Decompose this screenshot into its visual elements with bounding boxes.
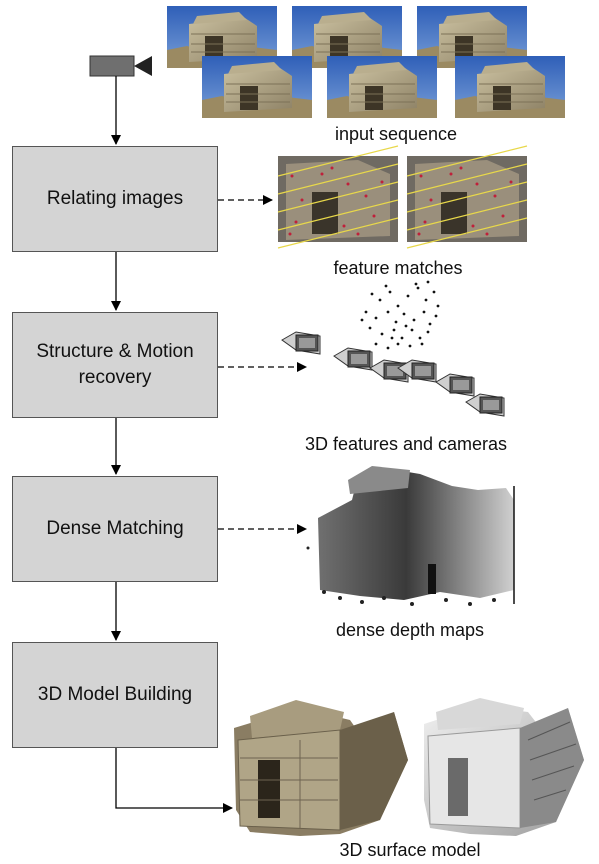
- grey-surface-model: [424, 698, 584, 836]
- structure-motion-label: Structure & Motion recovery: [36, 341, 194, 388]
- camera-pose-1: [281, 331, 321, 355]
- camera-pose-6: [465, 393, 505, 417]
- dense-matching-box: Dense Matching: [12, 476, 218, 582]
- model-building-box: 3D Model Building: [12, 642, 218, 748]
- caption-feature-matches: feature matches: [333, 258, 463, 278]
- caption-surface-model: 3D surface model: [339, 840, 481, 860]
- depth-map-image: [306, 466, 515, 606]
- model-building-label: 3D Model Building: [37, 684, 193, 705]
- caption-input-sequence: input sequence: [334, 124, 458, 144]
- input-frame-4: [201, 55, 313, 119]
- video-camera-icon: [89, 55, 152, 77]
- relating-images-box: Relating images: [12, 146, 218, 252]
- relating-images-label: Relating images: [46, 188, 184, 209]
- feature-match-image-left: [277, 145, 399, 249]
- arrow-model-to-surface: [115, 748, 233, 813]
- camera-pose-5: [435, 373, 475, 397]
- feature-match-image-right: [406, 145, 528, 249]
- caption-depth-maps: dense depth maps: [335, 620, 485, 640]
- input-frame-6: [454, 55, 566, 119]
- input-frame-5: [326, 55, 438, 119]
- camera-pose-2: [333, 347, 373, 371]
- caption-3d-features: 3D features and cameras: [304, 434, 508, 454]
- structure-motion-box: Structure & Motion recovery: [12, 312, 218, 418]
- textured-surface-model: [234, 700, 408, 836]
- dense-matching-label: Dense Matching: [46, 518, 184, 539]
- point-cloud: [360, 280, 440, 350]
